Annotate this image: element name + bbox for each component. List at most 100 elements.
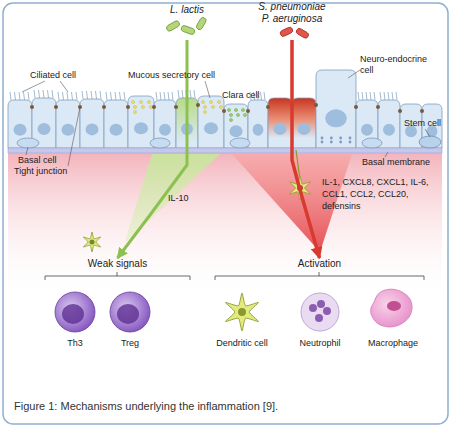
cilium: [384, 92, 385, 100]
secretory-granule: [139, 100, 142, 103]
cilium: [10, 92, 11, 100]
leader-line: [26, 147, 28, 155]
cell-nucleus: [230, 125, 243, 137]
cilium: [261, 92, 262, 100]
cilium: [115, 92, 116, 100]
cell-nucleus: [110, 124, 123, 136]
tight-junction: [196, 103, 200, 107]
cilium: [388, 92, 389, 100]
response-group: Weak signalsTh3Treg: [40, 258, 195, 358]
nucleus-lobe: [315, 314, 323, 322]
cilium: [190, 90, 191, 98]
neuro-granule: [339, 137, 342, 140]
cell-nucleus: [383, 124, 395, 136]
part-label: Tight junction: [14, 166, 84, 177]
cilium: [43, 90, 44, 98]
cilium: [72, 92, 73, 100]
cilium: [370, 92, 371, 100]
leader-line: [425, 129, 430, 137]
tissue-background: [8, 152, 442, 302]
figure-caption: Figure 1: Mechanisms underlying the infl…: [14, 400, 439, 413]
cell-nucleus: [325, 109, 347, 127]
immune-cell: Dendritic cell: [210, 286, 274, 356]
group-bracket: [45, 272, 190, 280]
bacteria-group: S. pneumoniaeP. aeruginosa: [252, 1, 332, 40]
group-bracket: [215, 272, 424, 280]
leader-line: [385, 152, 388, 157]
cilium: [182, 90, 183, 98]
cilium: [15, 92, 16, 100]
secretory-granule: [141, 105, 144, 108]
tight-junction: [376, 105, 380, 109]
secretory-granule: [203, 105, 206, 108]
basal-cell: [362, 138, 382, 148]
pathogen-bacteria: [279, 26, 309, 39]
epithelial-cell: [316, 70, 356, 148]
node-label: Dendritic cell: [210, 338, 274, 349]
part-label: Basal cell: [18, 155, 68, 166]
lactis-bacteria: [165, 16, 207, 35]
dendritic-cell-symbol: [226, 293, 259, 331]
cilium: [194, 90, 195, 98]
cilium: [111, 92, 112, 100]
neuro-granule: [330, 141, 333, 144]
bacteria-group: L. lactis: [160, 4, 214, 40]
cilium: [264, 92, 265, 100]
secretory-granule: [203, 110, 206, 113]
secretory-granule: [234, 108, 237, 111]
tight-junction: [222, 109, 226, 113]
leader-line: [205, 81, 210, 98]
secretory-granule: [133, 110, 136, 113]
basal-cell: [150, 138, 170, 148]
secretory-granule: [209, 100, 212, 103]
immune-cell: Treg: [110, 286, 150, 356]
secretory-granule: [229, 113, 232, 116]
t-cell-symbol: [110, 292, 150, 332]
nucleus-lobe: [309, 304, 317, 312]
basal-cell: [230, 138, 250, 148]
bacterium: [165, 20, 180, 32]
tight-junction: [126, 105, 130, 109]
secretory-granule: [201, 100, 204, 103]
epithelial-cell: [128, 96, 154, 148]
signal-label: IL-1, CXCL8, CXCL1, IL-6, CCL1, CCL2, CC…: [322, 176, 430, 212]
immune-cell: Neutrophil: [290, 286, 350, 356]
secretory-granule: [217, 100, 220, 103]
lobed-nucleus: [309, 300, 331, 322]
signal-arrow: [292, 40, 320, 258]
tight-junction: [314, 103, 318, 107]
neutrophil-symbol: [301, 293, 339, 331]
cell-nucleus: [86, 123, 99, 135]
node-label: Neutrophil: [290, 338, 350, 349]
t-cell-symbol: [55, 292, 95, 332]
cell-nucleus: [38, 123, 51, 135]
cilium: [19, 92, 20, 100]
epithelial-cell: [80, 99, 104, 148]
cell-nucleus: [274, 123, 287, 135]
macrophage-symbol: [371, 289, 412, 327]
immune-cell: Th3: [55, 286, 95, 356]
cell-nucleus: [238, 308, 246, 316]
cilium: [380, 92, 381, 100]
cilium: [87, 91, 88, 99]
epithelial-cell: [198, 96, 224, 148]
signal-label: IL-10: [168, 192, 208, 204]
epithelium: [8, 70, 442, 148]
secretory-granule: [229, 118, 232, 121]
cilium: [178, 90, 179, 98]
bacterium: [180, 25, 195, 35]
cell-nucleus: [298, 123, 311, 135]
cilium: [374, 92, 375, 100]
neuro-granule: [349, 137, 352, 140]
neuro-granule: [349, 141, 352, 144]
cilium: [168, 92, 169, 100]
stem-cell: [419, 136, 441, 148]
bacterium: [295, 27, 309, 39]
epithelial-cell: [268, 98, 292, 148]
node-label: Macrophage: [361, 338, 425, 349]
cell-nucleus: [387, 301, 401, 311]
node-label: S. pneumoniae: [252, 1, 332, 13]
cilium: [156, 92, 157, 100]
immune-cell: Macrophage: [361, 286, 425, 356]
dendritic-cell-symbol: [83, 232, 100, 252]
